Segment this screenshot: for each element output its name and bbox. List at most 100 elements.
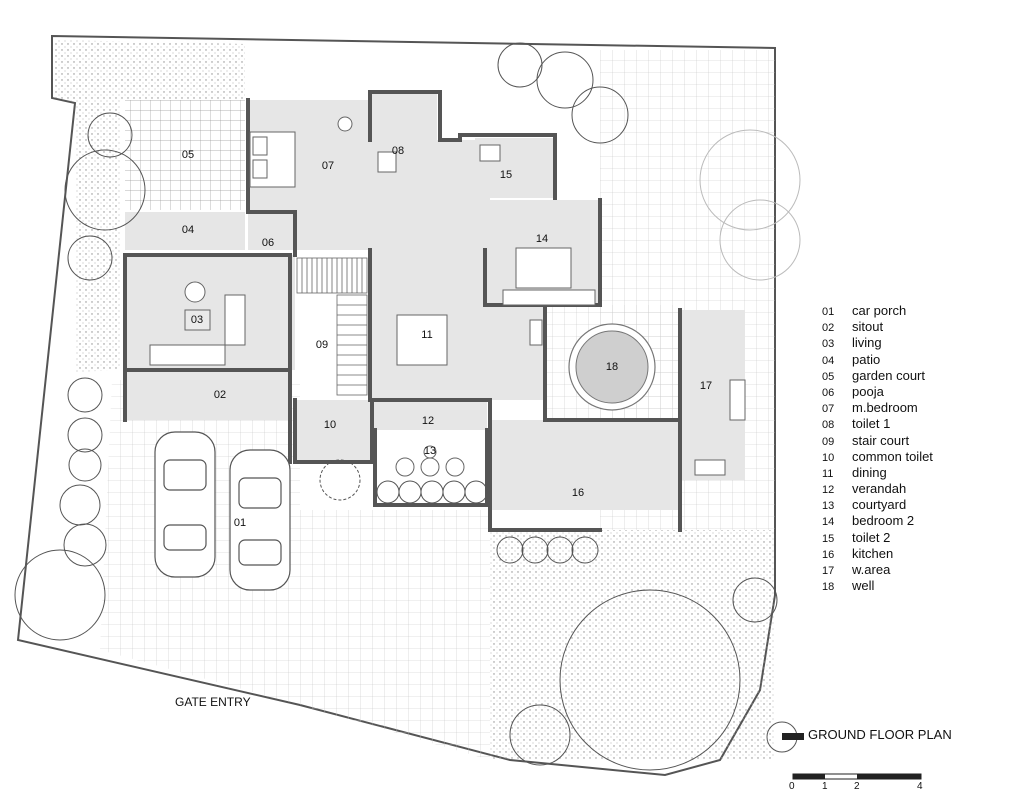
walls-courtyard <box>373 428 489 507</box>
legend-name: garden court <box>852 367 925 383</box>
legend-number: 14 <box>822 516 835 529</box>
scale-bar <box>792 773 922 780</box>
scale-tick-2: 2 <box>854 781 860 792</box>
legend-number: 09 <box>822 435 835 448</box>
legend-name: courtyard <box>852 497 907 513</box>
room-label-06: 06 <box>262 237 274 249</box>
legend-number: 07 <box>822 403 835 416</box>
legend-row: 01 car porch <box>822 303 1012 319</box>
legend-name: verandah <box>852 481 907 497</box>
scale-tick-1: 1 <box>822 781 828 792</box>
stair <box>296 257 368 396</box>
north-marker <box>766 721 804 753</box>
legend-number: 04 <box>822 354 835 367</box>
legend-name: common toilet <box>852 448 933 464</box>
room-label-14: 14 <box>536 233 548 245</box>
room-label-13: 13 <box>424 445 436 457</box>
legend-number: 05 <box>822 370 835 383</box>
legend-name: living <box>852 335 882 351</box>
room-label-16: 16 <box>572 487 584 499</box>
floor-sitout <box>125 370 290 420</box>
room-label-05: 05 <box>182 149 194 161</box>
trees <box>14 42 801 771</box>
legend-row: 18 well <box>822 578 1012 594</box>
legend-name: toilet 2 <box>852 529 891 545</box>
floor-common-toilet <box>295 400 370 462</box>
gate-entry-label: GATE ENTRY <box>175 695 251 709</box>
legend-name: w.area <box>852 562 891 577</box>
legend-name: bedroom 2 <box>852 513 915 529</box>
legend-number: 01 <box>822 306 835 318</box>
legend-number: 06 <box>822 386 835 399</box>
legend-name: car porch <box>852 303 907 318</box>
room-label-15: 15 <box>500 169 512 181</box>
scale-tick-4: 4 <box>917 781 923 792</box>
legend-number: 10 <box>822 451 835 464</box>
legend-number: 12 <box>822 484 835 497</box>
floor-patio <box>125 212 245 250</box>
room-label-01: 01 <box>234 517 246 529</box>
garden-dotted-left <box>55 40 245 372</box>
legend-row: 10 common toilet <box>822 449 1012 465</box>
walls-toilet <box>293 398 374 464</box>
legend-row: 07 m.bedroom <box>822 400 1012 416</box>
legend-row: 02 sitout <box>822 319 1012 335</box>
room-label-09: 09 <box>316 339 328 351</box>
plan-title: GROUND FLOOR PLAN <box>808 727 952 742</box>
legend-row: 03 living <box>822 335 1012 351</box>
car-icons <box>154 431 291 591</box>
room-label-17: 17 <box>700 380 712 392</box>
legend-name: dining <box>852 464 887 480</box>
room-numbers: 01 02 03 04 05 06 07 08 09 10 11 12 13 1… <box>182 145 712 529</box>
legend-name: stair court <box>852 432 910 448</box>
legend-name: m.bedroom <box>852 400 918 416</box>
legend-row: 13 courtyard <box>822 497 1012 513</box>
legend-row: 06 pooja <box>822 384 1012 400</box>
legend-row: 09 stair court <box>822 433 1012 449</box>
room-label-11: 11 <box>421 329 432 341</box>
legend-number: 11 <box>822 467 834 480</box>
legend-name: toilet 1 <box>852 416 891 432</box>
legend-name: kitchen <box>852 545 894 561</box>
room-label-12: 12 <box>422 415 434 427</box>
legend-number: 02 <box>822 322 835 335</box>
legend-number: 13 <box>822 500 835 513</box>
room-label-04: 04 <box>182 224 194 236</box>
floor-kitchen <box>490 420 680 510</box>
room-label-10: 10 <box>324 419 336 431</box>
legend-row: 14 bedroom 2 <box>822 513 1012 529</box>
legend-row: 17 w.area <box>822 562 1012 578</box>
room-label-18: 18 <box>606 361 618 373</box>
scale-tick-0: 0 <box>789 781 795 792</box>
legend-row: 11 dining <box>822 465 1012 481</box>
legend-number: 18 <box>822 581 835 594</box>
legend-number: 08 <box>822 419 835 432</box>
room-label-08: 08 <box>392 145 404 157</box>
legend-row: 04 patio <box>822 352 1012 368</box>
room-label-03: 03 <box>191 314 203 326</box>
legend-row: 15 toilet 2 <box>822 530 1012 546</box>
room-label-02: 02 <box>214 389 226 401</box>
legend-number: 03 <box>822 338 835 351</box>
legend-name: sitout <box>852 319 884 335</box>
legend-name: well <box>852 578 875 594</box>
legend-row: 16 kitchen <box>822 546 1012 562</box>
walls-outer <box>123 253 292 464</box>
shrub-row <box>319 459 599 564</box>
legend-number: 17 <box>822 565 835 577</box>
room-label-07: 07 <box>322 160 334 172</box>
legend-name: patio <box>852 351 881 367</box>
legend-row: 05 garden court <box>822 368 1012 384</box>
legend-row: 12 verandah <box>822 481 1012 497</box>
legend-name: pooja <box>852 383 884 399</box>
furniture <box>149 116 746 477</box>
legend-row: 08 toilet 1 <box>822 416 1012 432</box>
garden-dotted-bottom <box>490 530 775 760</box>
room-legend: 01 car porch 02 sitout 03 living 04 patio 05… <box>822 303 1012 594</box>
legend-number: 16 <box>822 548 835 561</box>
walls-mbed <box>246 90 557 257</box>
legend-number: 15 <box>822 532 835 545</box>
floor-verandah <box>372 400 487 430</box>
well-water <box>575 330 649 404</box>
